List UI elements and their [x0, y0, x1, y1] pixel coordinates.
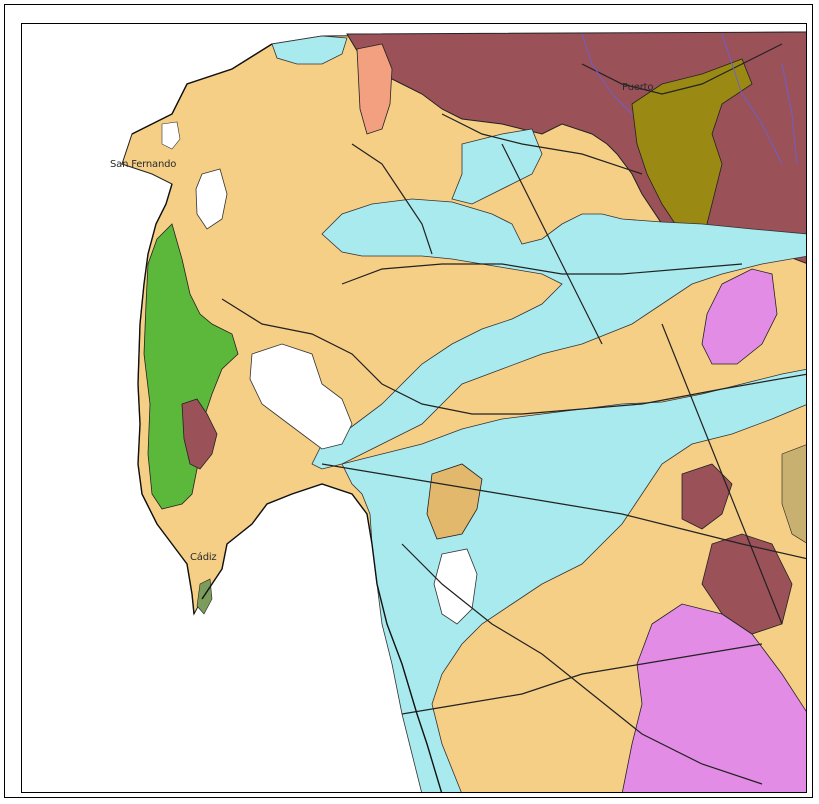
land-brown-west — [181, 398, 218, 470]
land-salmon — [356, 43, 393, 135]
coastline — [131, 43, 443, 792]
lagoon-north — [195, 168, 228, 230]
map-canvas — [22, 24, 806, 792]
land-hatched — [426, 463, 483, 540]
lagoon-south — [433, 548, 478, 625]
label-san-fernando: San Fernando — [110, 159, 177, 170]
geologic-map: San Fernando Cádiz Puerto — [21, 23, 807, 793]
figure-frame: San Fernando Cádiz Puerto — [4, 4, 813, 798]
marsh-north-strip — [271, 35, 348, 65]
label-cadiz: Cádiz — [190, 552, 217, 563]
marsh-upper-channel — [451, 128, 543, 205]
lagoon-large — [249, 343, 353, 450]
marsh-main — [311, 198, 806, 470]
label-puerto: Puerto — [622, 82, 654, 93]
lagoon-small — [161, 121, 181, 150]
land-violet-south — [621, 603, 806, 792]
land-brown-se — [681, 463, 733, 530]
road-network — [221, 43, 806, 785]
river-network — [581, 33, 798, 165]
land-olive — [631, 58, 753, 266]
land-tan-east — [781, 444, 806, 544]
land-violet-east — [701, 268, 778, 365]
